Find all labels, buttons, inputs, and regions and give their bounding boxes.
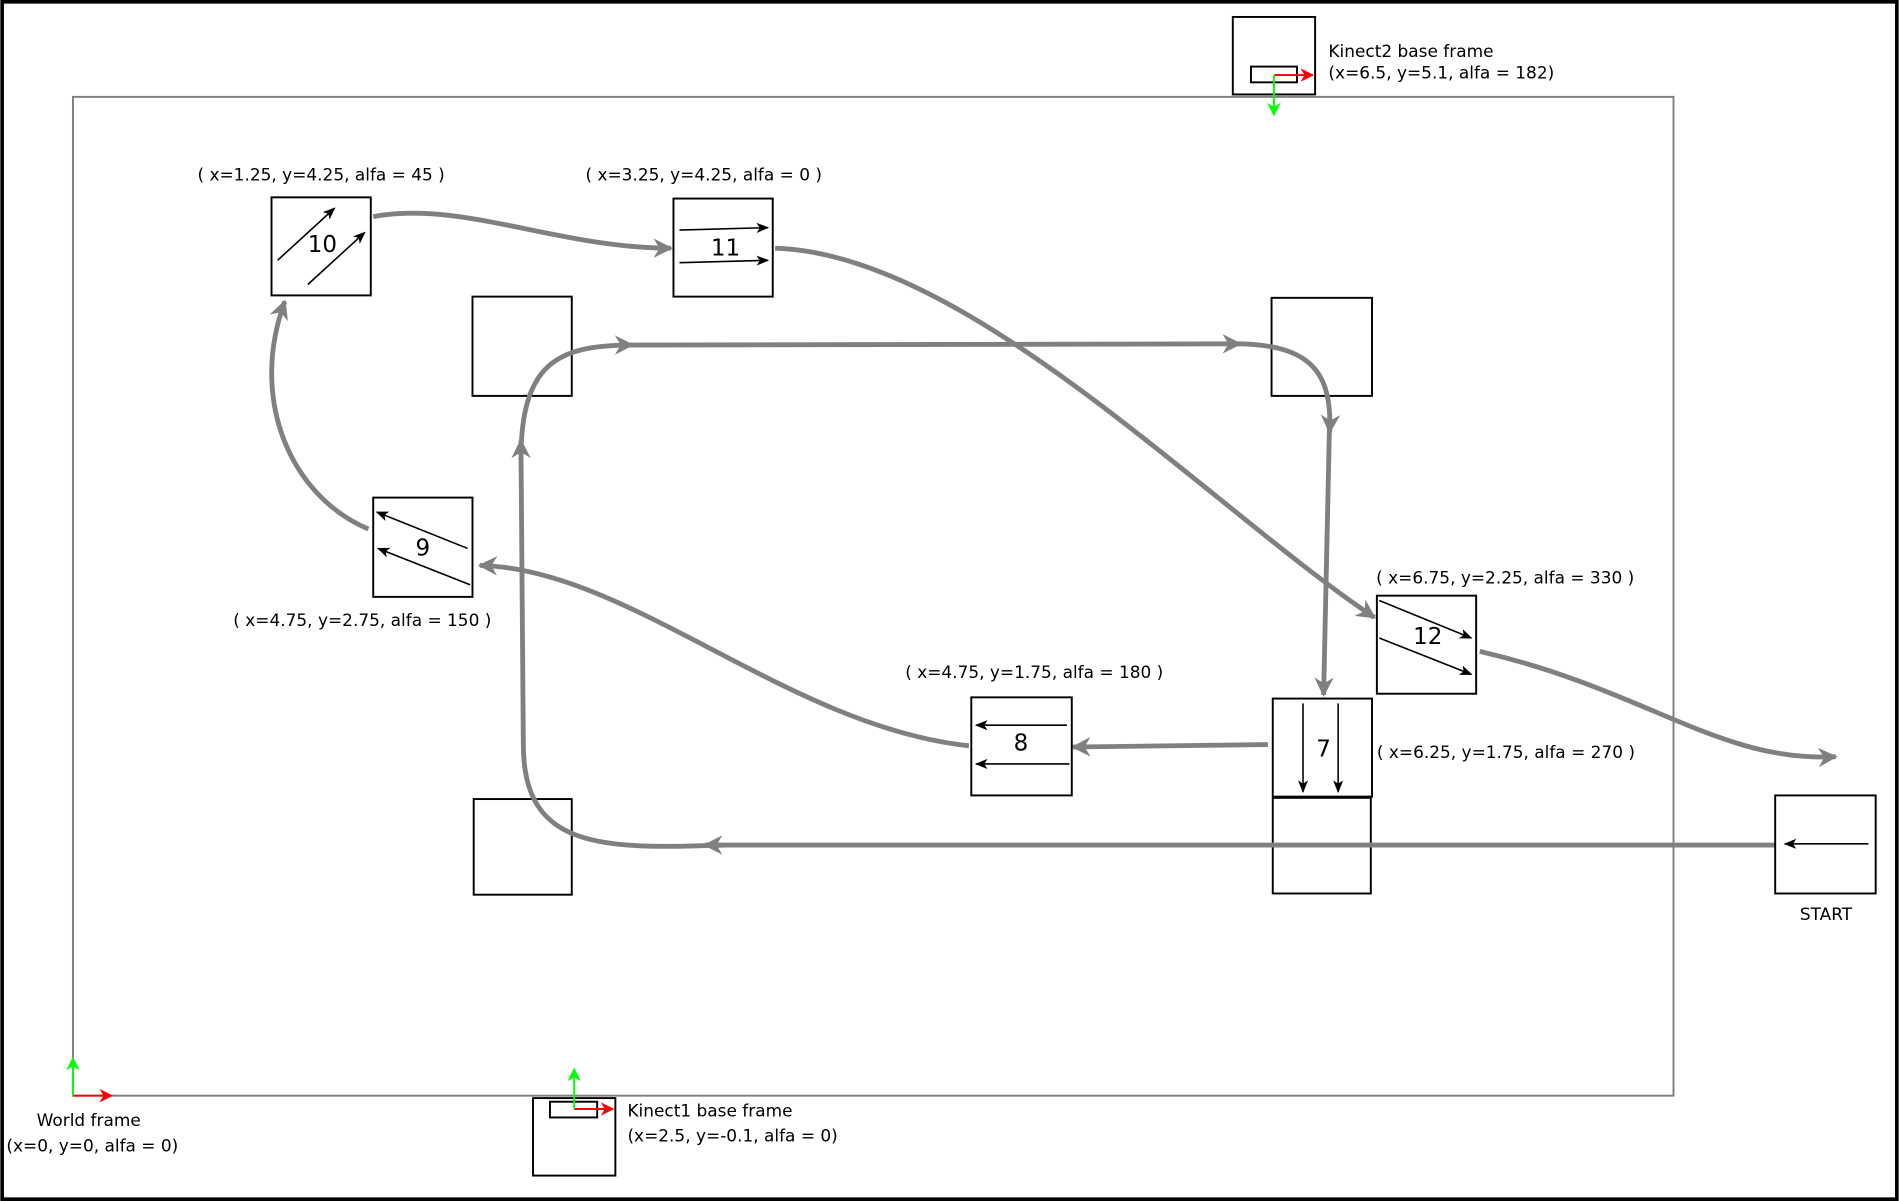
trajectory — [269, 210, 1838, 855]
workspace-border — [71, 95, 1675, 1097]
waypoint-pose: ( x=6.25, y=1.75, alfa = 270 ) — [1377, 742, 1635, 762]
world-frame-pose: (x=0, y=0, alfa = 0) — [6, 1135, 178, 1155]
waypoint-8: 8 ( x=4.75, y=1.75, alfa = 180 ) — [905, 662, 1163, 797]
path-segment — [511, 438, 727, 849]
kinect1-title: Kinect1 base frame — [627, 1100, 792, 1120]
waypoint-number: 10 — [308, 232, 337, 258]
waypoint-pose: ( x=1.25, y=4.25, alfa = 45 ) — [197, 164, 444, 184]
direction-arrow-icon — [376, 547, 471, 586]
path-segment — [1235, 341, 1341, 435]
waypoint-number: 11 — [711, 235, 740, 261]
waypoint-7: 7 ( x=6.25, y=1.75, alfa = 270 ) — [1271, 697, 1635, 798]
path-segment — [372, 210, 673, 258]
kinect2-pose: (x=6.5, y=5.1, alfa = 182) — [1328, 63, 1554, 83]
kinect2-sensor: Kinect2 base frame (x=6.5, y=5.1, alfa =… — [1231, 15, 1554, 117]
direction-arrow-icon — [679, 255, 770, 266]
direction-arrow-icon — [307, 231, 366, 286]
waypoint-pose: ( x=4.75, y=2.75, alfa = 150 ) — [233, 610, 491, 630]
direction-arrow-icon — [277, 207, 336, 261]
waypoint-9: 9 ( x=4.75, y=2.75, alfa = 150 ) — [233, 496, 491, 630]
kinect2-title: Kinect2 base frame — [1328, 41, 1493, 61]
path-segment — [269, 299, 370, 532]
start-position: START — [1774, 794, 1877, 924]
world-frame: World frame (x=0, y=0, alfa = 0) — [6, 1056, 178, 1155]
waypoint-number: 12 — [1413, 624, 1442, 650]
path-segment — [629, 334, 1243, 354]
kinect1-pose: (x=2.5, y=-0.1, alfa = 0) — [627, 1126, 837, 1146]
waypoint-pose: ( x=4.75, y=1.75, alfa = 180 ) — [905, 662, 1163, 682]
waypoint-11: 11 ( x=3.25, y=4.25, alfa = 0 ) — [585, 164, 822, 298]
waypoint-12: 12 ( x=6.75, y=2.25, alfa = 330 ) — [1375, 568, 1634, 695]
path-segment — [477, 556, 970, 749]
direction-arrow-icon — [1379, 637, 1473, 676]
path-segment — [1314, 417, 1334, 697]
kinect1-sensor: Kinect1 base frame (x=2.5, y=-0.1, alfa … — [532, 1067, 838, 1177]
waypoint-number: 7 — [1316, 737, 1331, 763]
obstacle-box — [471, 295, 573, 397]
direction-arrow-icon — [679, 222, 770, 233]
path-segment — [1071, 737, 1268, 757]
waypoint-number: 9 — [416, 536, 431, 562]
waypoint-10: 10 ( x=1.25, y=4.25, alfa = 45 ) — [197, 164, 445, 297]
obstacle-box — [472, 798, 573, 896]
world-frame-title: World frame — [37, 1110, 141, 1130]
waypoint-number: 8 — [1014, 731, 1029, 757]
waypoint-pose: ( x=6.75, y=2.25, alfa = 330 ) — [1376, 568, 1634, 588]
waypoint-pose: ( x=3.25, y=4.25, alfa = 0 ) — [585, 164, 822, 184]
start-label: START — [1800, 904, 1853, 924]
path-segment — [1479, 648, 1838, 768]
path-segment — [775, 245, 1377, 620]
path-segment — [518, 335, 635, 461]
direction-arrow-icon — [375, 511, 468, 550]
direction-arrow-icon — [1378, 599, 1473, 639]
